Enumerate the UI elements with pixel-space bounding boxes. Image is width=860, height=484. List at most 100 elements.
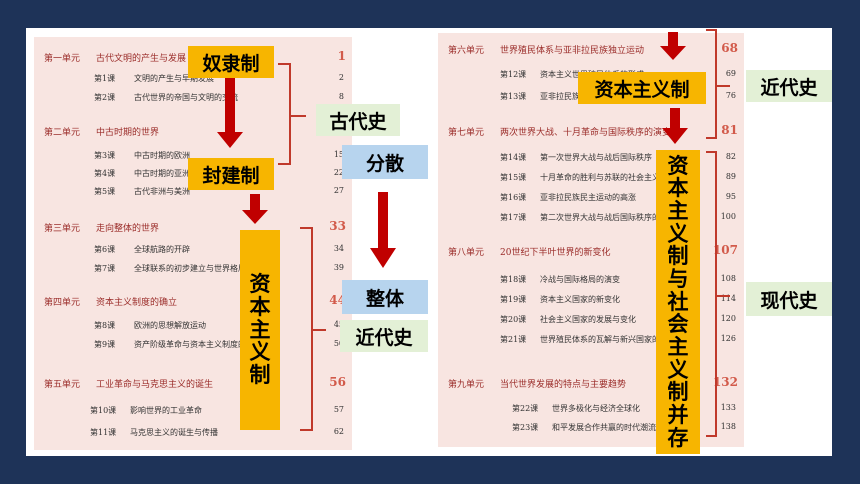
lesson-number: 第5课: [94, 187, 116, 196]
lesson-title: 全球航路的开辟: [134, 245, 190, 254]
lesson-title: 十月革命的胜利与苏联的社会主义实践: [540, 173, 676, 182]
lesson-number: 第7课: [94, 264, 116, 273]
lesson-title: 文明的产生与早期发展: [134, 74, 214, 83]
lesson-number: 第6课: [94, 245, 116, 254]
lesson-title: 社会主义国家的发展与变化: [540, 315, 636, 324]
lesson-number: 第10课: [90, 406, 117, 415]
unit-title: 走向整体的世界: [96, 224, 160, 234]
lesson-title: 亚非拉民族民主运动的高涨: [540, 193, 636, 202]
lesson-page: 126: [720, 334, 736, 343]
lesson-page: 82: [725, 152, 736, 161]
lesson-page: 39: [333, 263, 344, 272]
label-modern-history-left: 近代史: [340, 320, 428, 352]
lesson-title: 影响世界的工业革命: [130, 406, 202, 415]
lesson-number: 第20课: [500, 315, 527, 324]
lesson-page: 100: [720, 212, 736, 221]
unit-title: 两次世界大战、十月革命与国际秩序的演变: [500, 128, 672, 138]
unit-page: 132: [712, 375, 738, 389]
lesson-page: 22: [333, 168, 344, 177]
unit-title: 20世纪下半叶世界的新变化: [500, 248, 611, 258]
lesson-title: 古代世界的帝国与文明的交流: [134, 93, 238, 102]
lesson-page: 108: [720, 274, 736, 283]
label-scattered: 分散: [342, 145, 428, 179]
lesson-page: 2: [338, 73, 344, 82]
lesson-page: 133: [720, 403, 736, 412]
lesson-page: 120: [720, 314, 736, 323]
lesson-page: 138: [720, 422, 736, 431]
lesson-number: 第8课: [94, 321, 116, 330]
lesson-title: 第一次世界大战与战后国际秩序: [540, 153, 652, 162]
unit-title: 当代世界发展的特点与主要趋势: [500, 380, 627, 390]
lesson-title: 中古时期的亚洲: [134, 169, 190, 178]
lesson-page: 69: [725, 69, 736, 78]
label-contemporary-history: 现代史: [746, 282, 832, 316]
unit-title: 古代文明的产生与发展: [96, 54, 187, 64]
unit-heading: 第七单元: [448, 128, 485, 138]
unit-page: 56: [329, 375, 346, 389]
bracket-ancient: [278, 63, 306, 165]
unit-heading: 第三单元: [44, 224, 81, 234]
unit-heading: 第九单元: [448, 380, 485, 390]
arrow-scattered-to-whole: [370, 192, 396, 268]
unit-heading: 第二单元: [44, 128, 81, 138]
unit-page: 107: [712, 243, 738, 257]
unit-title: 世界殖民体系与亚非拉民族独立运动: [500, 46, 645, 56]
lesson-page: 95: [725, 192, 736, 201]
bracket-contemporary: [706, 151, 730, 437]
lesson-page: 57: [333, 405, 344, 414]
unit-title: 中古时期的世界: [96, 128, 160, 138]
lesson-page: 34: [333, 244, 344, 253]
unit-page: 81: [721, 123, 738, 137]
bracket-modern-left: [300, 227, 326, 431]
lesson-number: 第23课: [512, 423, 539, 432]
lesson-number: 第16课: [500, 193, 527, 202]
arrow-slavery-to-feudal: [217, 76, 243, 148]
label-ancient-history: 古代史: [316, 104, 400, 136]
lesson-number: 第4课: [94, 169, 116, 178]
lesson-number: 第13课: [500, 92, 527, 101]
lesson-number: 第18课: [500, 275, 527, 284]
lesson-page: 62: [333, 427, 344, 436]
label-whole: 整体: [342, 280, 428, 314]
lesson-number: 第15课: [500, 173, 527, 182]
lesson-number: 第12课: [500, 70, 527, 79]
lesson-page: 76: [725, 91, 736, 100]
lesson-title: 中古时期的欧洲: [134, 151, 190, 160]
lesson-title: 欧洲的思想解放运动: [134, 321, 206, 330]
lesson-page: 114: [720, 294, 736, 303]
label-coexist: 资本主义制与社会主义制并存: [656, 150, 700, 454]
lesson-title: 资本主义国家的新变化: [540, 295, 620, 304]
lesson-title: 全球联系的初步建立与世界格局的演变: [134, 264, 270, 273]
lesson-page: 27: [333, 186, 344, 195]
lesson-number: 第19课: [500, 295, 527, 304]
unit-page: 44: [329, 293, 346, 307]
lesson-page: 45: [333, 320, 344, 329]
lesson-number: 第22课: [512, 404, 539, 413]
lesson-number: 第11课: [90, 428, 117, 437]
unit-heading: 第四单元: [44, 298, 81, 308]
lesson-page: 50: [333, 339, 344, 348]
lesson-title: 和平发展合作共赢的时代潮流: [552, 423, 656, 432]
lesson-title: 资产阶级革命与资本主义制度的确立: [134, 340, 262, 349]
unit-title: 资本主义制度的确立: [96, 298, 178, 308]
lesson-title: 第二次世界大战与战后国际秩序的形成: [540, 213, 676, 222]
lesson-page: 8: [338, 92, 344, 101]
unit-heading: 第八单元: [448, 248, 485, 258]
lesson-page: 15: [333, 150, 344, 159]
lesson-number: 第2课: [94, 93, 116, 102]
label-capitalism-right: 资本主义制: [578, 72, 706, 104]
lesson-title: 亚非拉民族独立运动: [540, 92, 612, 101]
unit-heading: 第一单元: [44, 54, 81, 64]
unit-heading: 第五单元: [44, 380, 81, 390]
unit-page: 1: [337, 49, 346, 63]
arrow-capitalism-to-coexist: [662, 108, 688, 144]
unit-title: 工业革命与马克思主义的诞生: [96, 380, 214, 390]
lesson-number: 第17课: [500, 213, 527, 222]
lesson-title: 世界多极化与经济全球化: [552, 404, 640, 413]
lesson-number: 第14课: [500, 153, 527, 162]
unit-page: 68: [721, 41, 738, 55]
lesson-title: 马克思主义的诞生与传播: [130, 428, 218, 437]
unit-page: 33: [329, 219, 346, 233]
label-feudal: 封建制: [188, 158, 274, 190]
